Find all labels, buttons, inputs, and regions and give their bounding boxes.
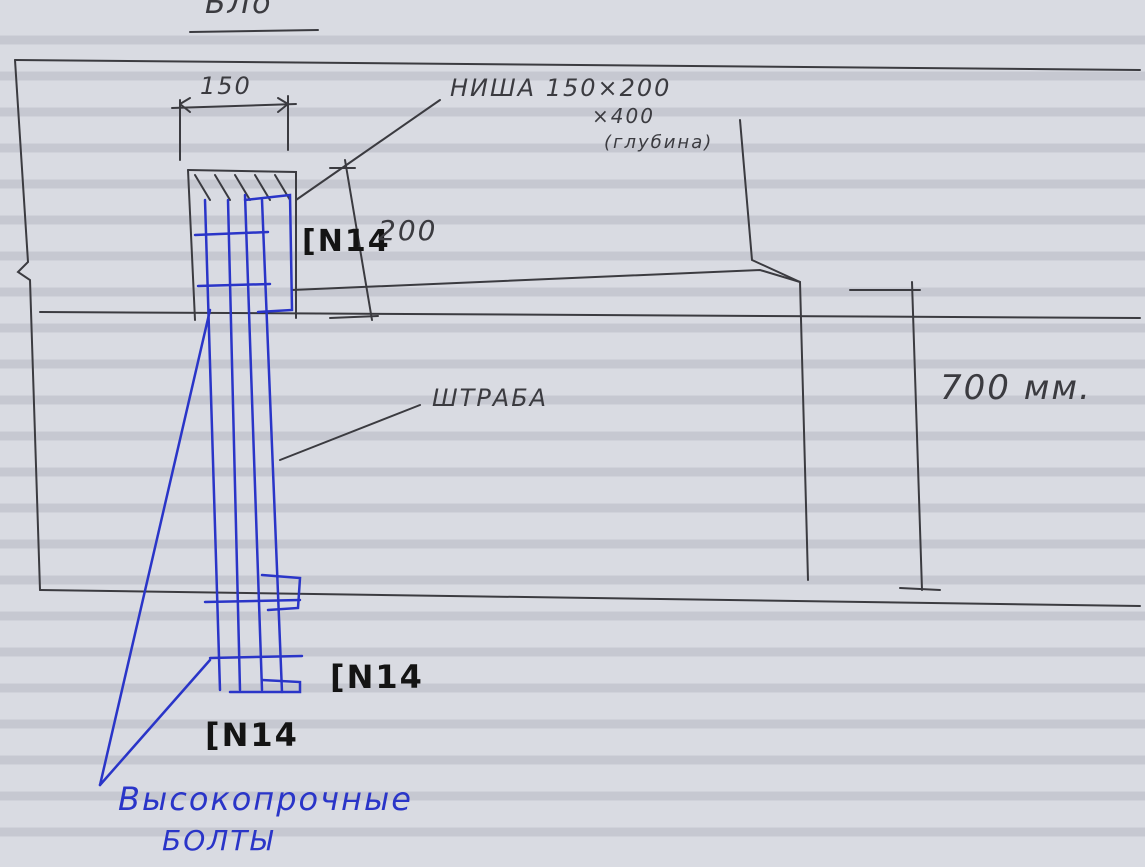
channel-label-top: [N14	[302, 224, 391, 259]
pencil-drawing	[14, 29, 1141, 607]
groove-label: ШТРАБА	[432, 384, 549, 412]
bolts-label: Высокопрочные	[118, 780, 413, 818]
niche-label: НИША 150×200	[450, 74, 672, 102]
channel-label-bottom: [N14	[205, 716, 299, 754]
niche-depth-note: (глубина)	[604, 132, 714, 153]
background-print-lines	[0, 35, 1145, 837]
bolts-label-2: БОЛТЫ	[162, 824, 275, 857]
channel-label-mid: [N14	[330, 658, 424, 696]
blue-ink-drawing	[98, 193, 304, 787]
niche-width-dimension: 150	[200, 72, 252, 100]
niche-depth-label: ×400	[592, 104, 655, 128]
height-dimension: 700 мм.	[940, 368, 1092, 408]
channel-top-dimension: 200	[378, 214, 438, 247]
top-label: БЛо	[205, 0, 273, 21]
